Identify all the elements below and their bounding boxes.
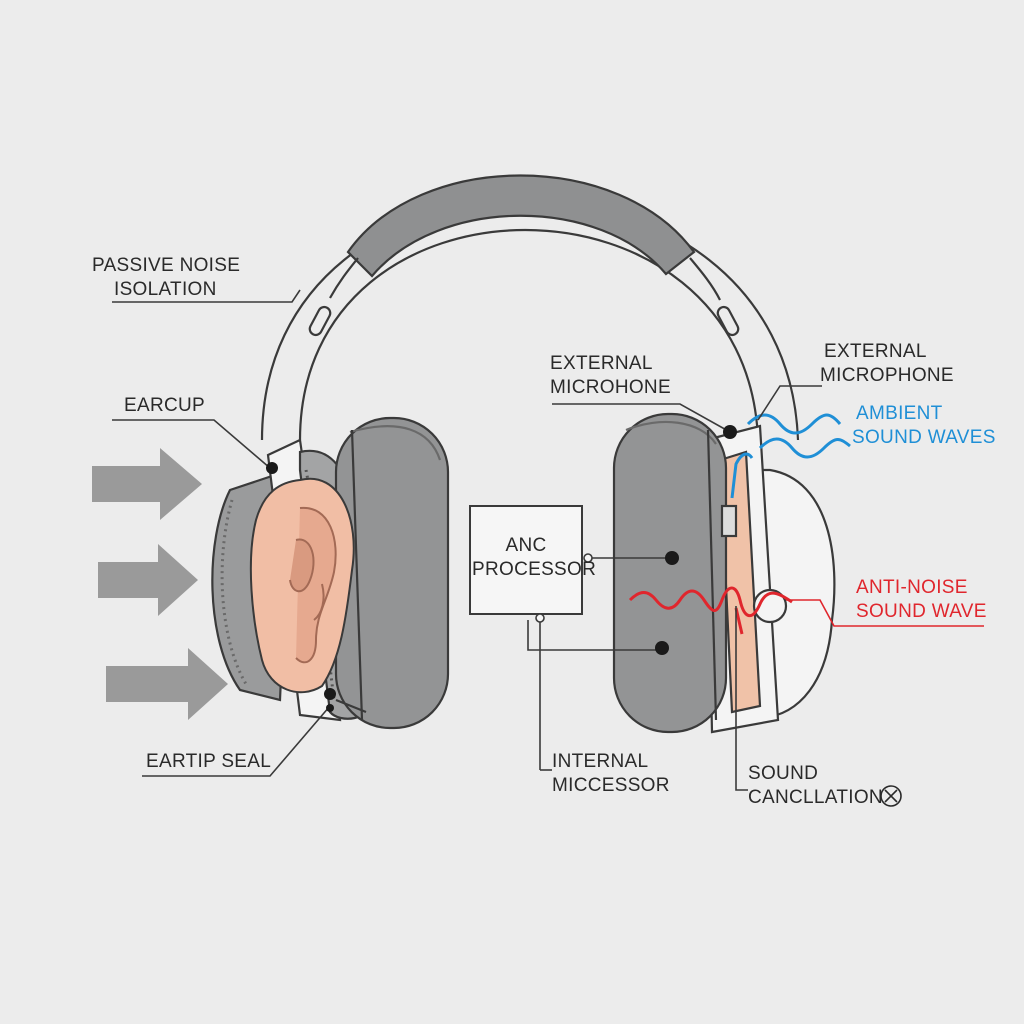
label-line: EARTIP SEAL	[146, 751, 272, 772]
label-eartip-seal: EARTIP SEAL	[146, 750, 271, 774]
arrow-right-icon	[98, 544, 198, 616]
leader-lines	[112, 289, 984, 791]
incoming-noise-arrows	[92, 448, 228, 720]
anc-processor-box	[469, 505, 583, 615]
label-anc-processor: ANC PROCESSOR	[472, 534, 597, 582]
label-internal-miccessor: INTERNAL MICCESSOR	[552, 750, 670, 798]
label-sound-canclation: SOUND CANCLLATION	[748, 762, 883, 810]
label-external-microphone: EXTERNAL MICROPHONE	[820, 340, 954, 388]
ambient-sound-waves	[730, 413, 851, 499]
arrow-right-icon	[106, 648, 228, 720]
label-line: EXTERNAL	[824, 341, 927, 362]
label-line: EXTERNAL	[550, 353, 653, 374]
connection-dots	[266, 425, 737, 712]
label-line: SOUND	[748, 763, 819, 784]
label-line: MICROHONE	[550, 377, 671, 398]
label-line: SOUND WAVES	[852, 427, 996, 448]
label-line: CANCLLATION	[748, 787, 883, 808]
label-line: INTERNAL	[552, 751, 649, 772]
arrow-right-icon	[92, 448, 202, 520]
label-external-microhone: EXTERNAL MICROHONE	[550, 352, 671, 400]
label-line: EARCUP	[124, 395, 205, 416]
label-line: ANC	[505, 535, 547, 556]
ear-icon	[249, 477, 355, 694]
cancel-circle-icon	[880, 785, 902, 807]
open-connectors	[535, 553, 593, 623]
label-line: MICCESSOR	[552, 775, 670, 796]
label-line: ANTI-NOISE	[856, 577, 968, 598]
anti-noise-sound-wave	[628, 586, 793, 635]
label-line: MICROPHONE	[820, 365, 954, 386]
label-line: PROCESSOR	[472, 559, 597, 580]
label-line: AMBIENT	[856, 403, 943, 424]
headband-pad	[346, 174, 696, 278]
label-anti-noise-sound-wave: ANTI-NOISE SOUND WAVE	[856, 576, 987, 624]
label-earcup: EARCUP	[124, 394, 205, 418]
label-ambient-sound-waves: AMBIENT SOUND WAVES	[852, 402, 996, 450]
label-line: SOUND WAVE	[856, 601, 987, 622]
label-passive-noise-isolation: PASSIVE NOISE ISOLATION	[92, 254, 240, 302]
label-line: ISOLATION	[114, 279, 217, 300]
right-earcup	[612, 412, 836, 734]
headband	[260, 174, 800, 441]
label-line: PASSIVE NOISE	[92, 255, 241, 276]
